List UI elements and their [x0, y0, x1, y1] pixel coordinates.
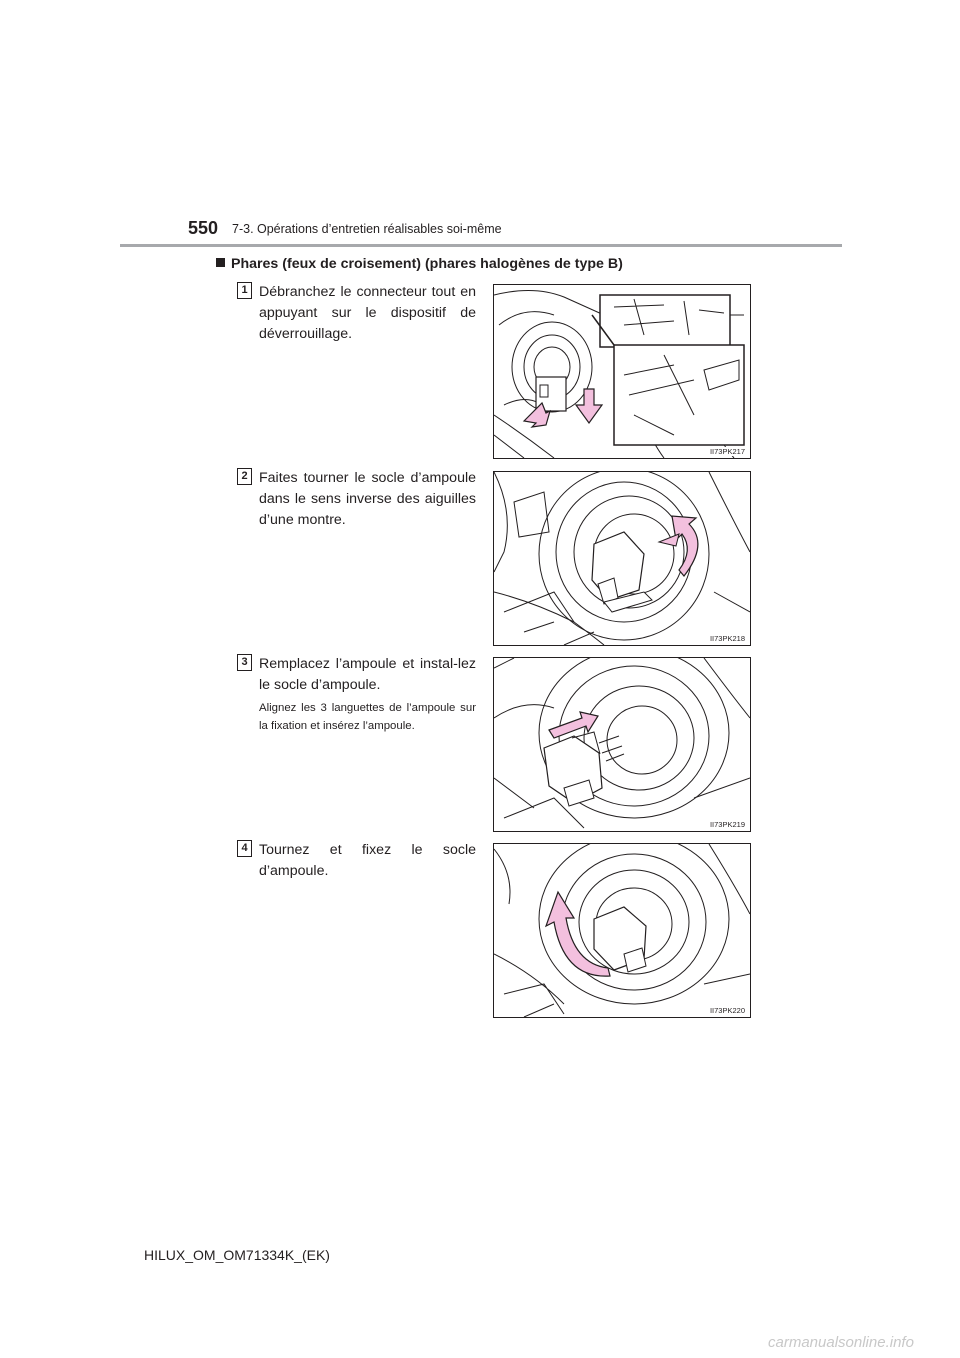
section-title: Phares (feux de croisement) (phares halo… [216, 256, 623, 272]
figure-rotate-bulb-socket: II73PK218 [493, 471, 751, 646]
step-text-3: Remplacez l’ampoule et instal-lez le soc… [259, 656, 476, 693]
figure-code: II73PK218 [708, 634, 746, 643]
square-bullet-icon [216, 258, 225, 267]
figure-fix-bulb-socket: II73PK220 [493, 843, 751, 1018]
figure-code: II73PK220 [708, 1006, 746, 1015]
section-title-text: Phares (feux de croisement) (phares halo… [231, 256, 623, 272]
step-number-2: 2 [237, 468, 252, 485]
figure-disconnect-connector: II73PK217 [493, 284, 751, 459]
page-number: 550 [188, 218, 219, 238]
step-number-4: 4 [237, 840, 252, 857]
step-number-1: 1 [237, 282, 252, 299]
figure-code: II73PK217 [708, 447, 746, 456]
figure-install-bulb: II73PK219 [493, 657, 751, 832]
step-note-3: Alignez les 3 languettes de l’ampoule su… [259, 702, 476, 732]
step-number-3: 3 [237, 654, 252, 671]
running-header: 7-3. Opérations d’entretien réalisables … [232, 222, 502, 236]
footer-document-code: HILUX_OM_OM71334K_(EK) [144, 1247, 330, 1263]
step-text-2: Faites tourner le socle d’ampoule dans l… [259, 470, 476, 528]
step-text-4: Tournez et fixez le socle d’ampoule. [259, 842, 476, 879]
figure-code: II73PK219 [708, 820, 746, 829]
step-text-1: Débranchez le connecteur tout en appuyan… [259, 284, 476, 342]
header-rule [120, 244, 842, 247]
watermark: carmanualsonline.info [768, 1334, 914, 1351]
